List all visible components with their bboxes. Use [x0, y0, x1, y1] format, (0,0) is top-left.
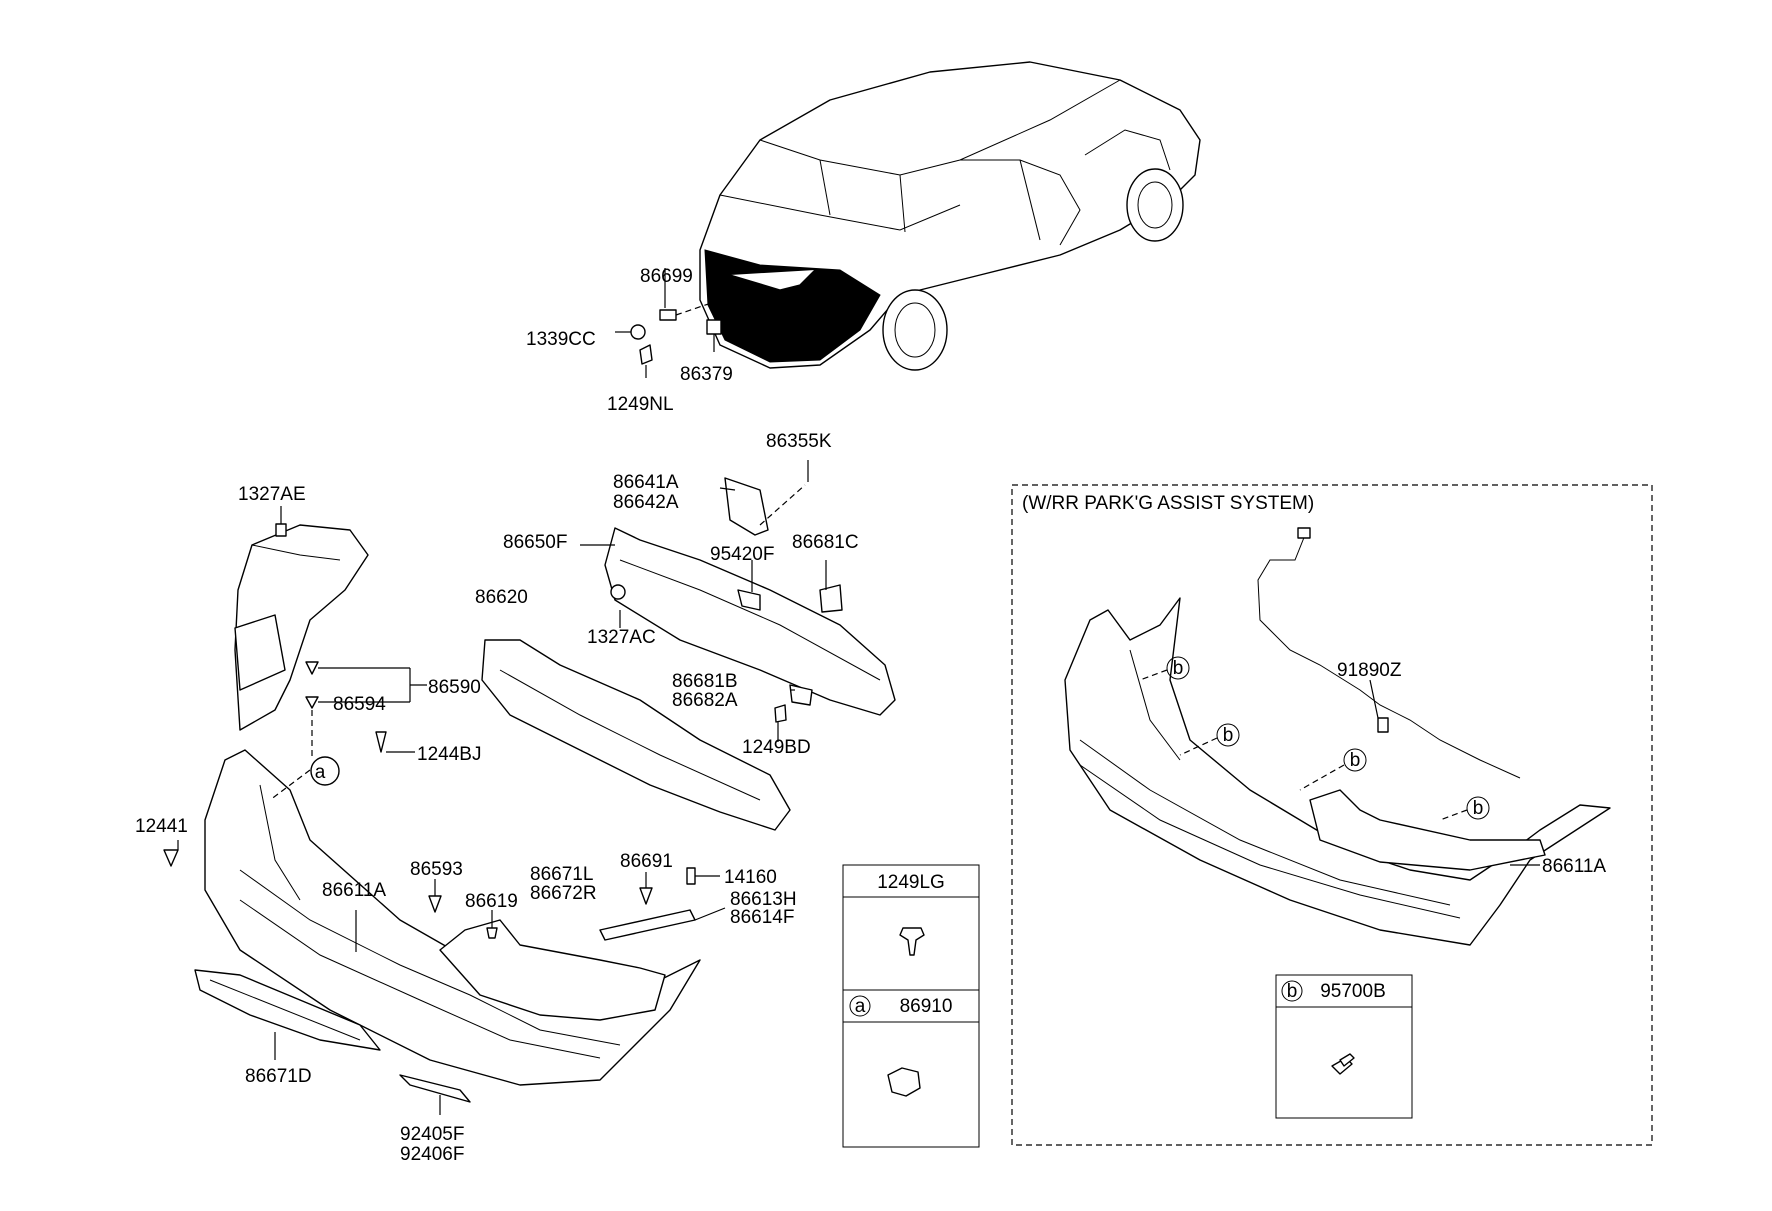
circle-letter-b-1: b [1173, 658, 1184, 679]
legend-row-95700b: 95700B [1320, 981, 1386, 1002]
car-rear-view-illustration [615, 61, 1201, 378]
callout-14160: 14160 [724, 867, 777, 888]
callout-86641a: 86641A [613, 472, 679, 493]
circle-letter-b-2: b [1223, 725, 1234, 746]
callout-86682a: 86682A [672, 690, 738, 711]
callout-92406f: 92406F [400, 1144, 464, 1165]
callout-86619: 86619 [465, 891, 518, 912]
callout-1249bd: 1249BD [742, 737, 811, 758]
callout-91890z: 91890Z [1337, 660, 1402, 681]
circle-letter-b-4: b [1473, 798, 1484, 819]
callout-1244bj: 1244BJ [417, 744, 481, 765]
callout-86671d: 86671D [245, 1066, 312, 1087]
callout-1327ac: 1327AC [587, 627, 656, 648]
callout-86642a: 86642A [613, 492, 679, 513]
callout-86681c: 86681C [792, 532, 859, 553]
circle-letter-b-3: b [1350, 750, 1361, 771]
callout-12441: 12441 [135, 816, 188, 837]
callout-1249nl: 1249NL [607, 394, 674, 415]
rear-bumper-cover-illustration [163, 506, 726, 1115]
rear-bumper-beam-illustration [481, 460, 896, 831]
sensor-legend-table [1275, 974, 1413, 1119]
callout-86613h: 86613H [730, 889, 797, 910]
callout-86672r: 86672R [530, 883, 597, 904]
callout-86611a: 86611A [322, 880, 386, 901]
park-assist-title: (W/RR PARK'G ASSIST SYSTEM) [1022, 493, 1314, 514]
callout-86379: 86379 [680, 364, 733, 385]
legend-row-86910: 86910 [900, 996, 953, 1017]
callout-92405f: 92405F [400, 1124, 464, 1145]
callout-86355k: 86355K [766, 431, 832, 452]
callout-86593: 86593 [410, 859, 463, 880]
callout-86681b: 86681B [672, 671, 738, 692]
legend-row-1249lg: 1249LG [877, 872, 945, 893]
legend-letter-a: a [855, 996, 866, 1017]
callout-1327ae: 1327AE [238, 484, 306, 505]
callout-86650f: 86650F [503, 532, 567, 553]
park-assist-section [1011, 484, 1653, 1146]
callout-86691: 86691 [620, 851, 673, 872]
fastener-legend-table [842, 864, 980, 1148]
legend-letter-b: b [1287, 981, 1298, 1002]
callout-1339cc: 1339CC [526, 329, 596, 350]
callout-86614f: 86614F [730, 907, 794, 928]
callout-86594: 86594 [333, 694, 386, 715]
callout-86590: 86590 [428, 677, 481, 698]
callout-86699: 86699 [640, 266, 693, 287]
callout-86611a-park-assist: 86611A [1542, 856, 1606, 877]
callout-86671l: 86671L [530, 864, 593, 885]
circle-letter-a-callout: a [315, 762, 326, 783]
callout-95420f: 95420F [710, 544, 774, 565]
callout-86620: 86620 [475, 587, 528, 608]
